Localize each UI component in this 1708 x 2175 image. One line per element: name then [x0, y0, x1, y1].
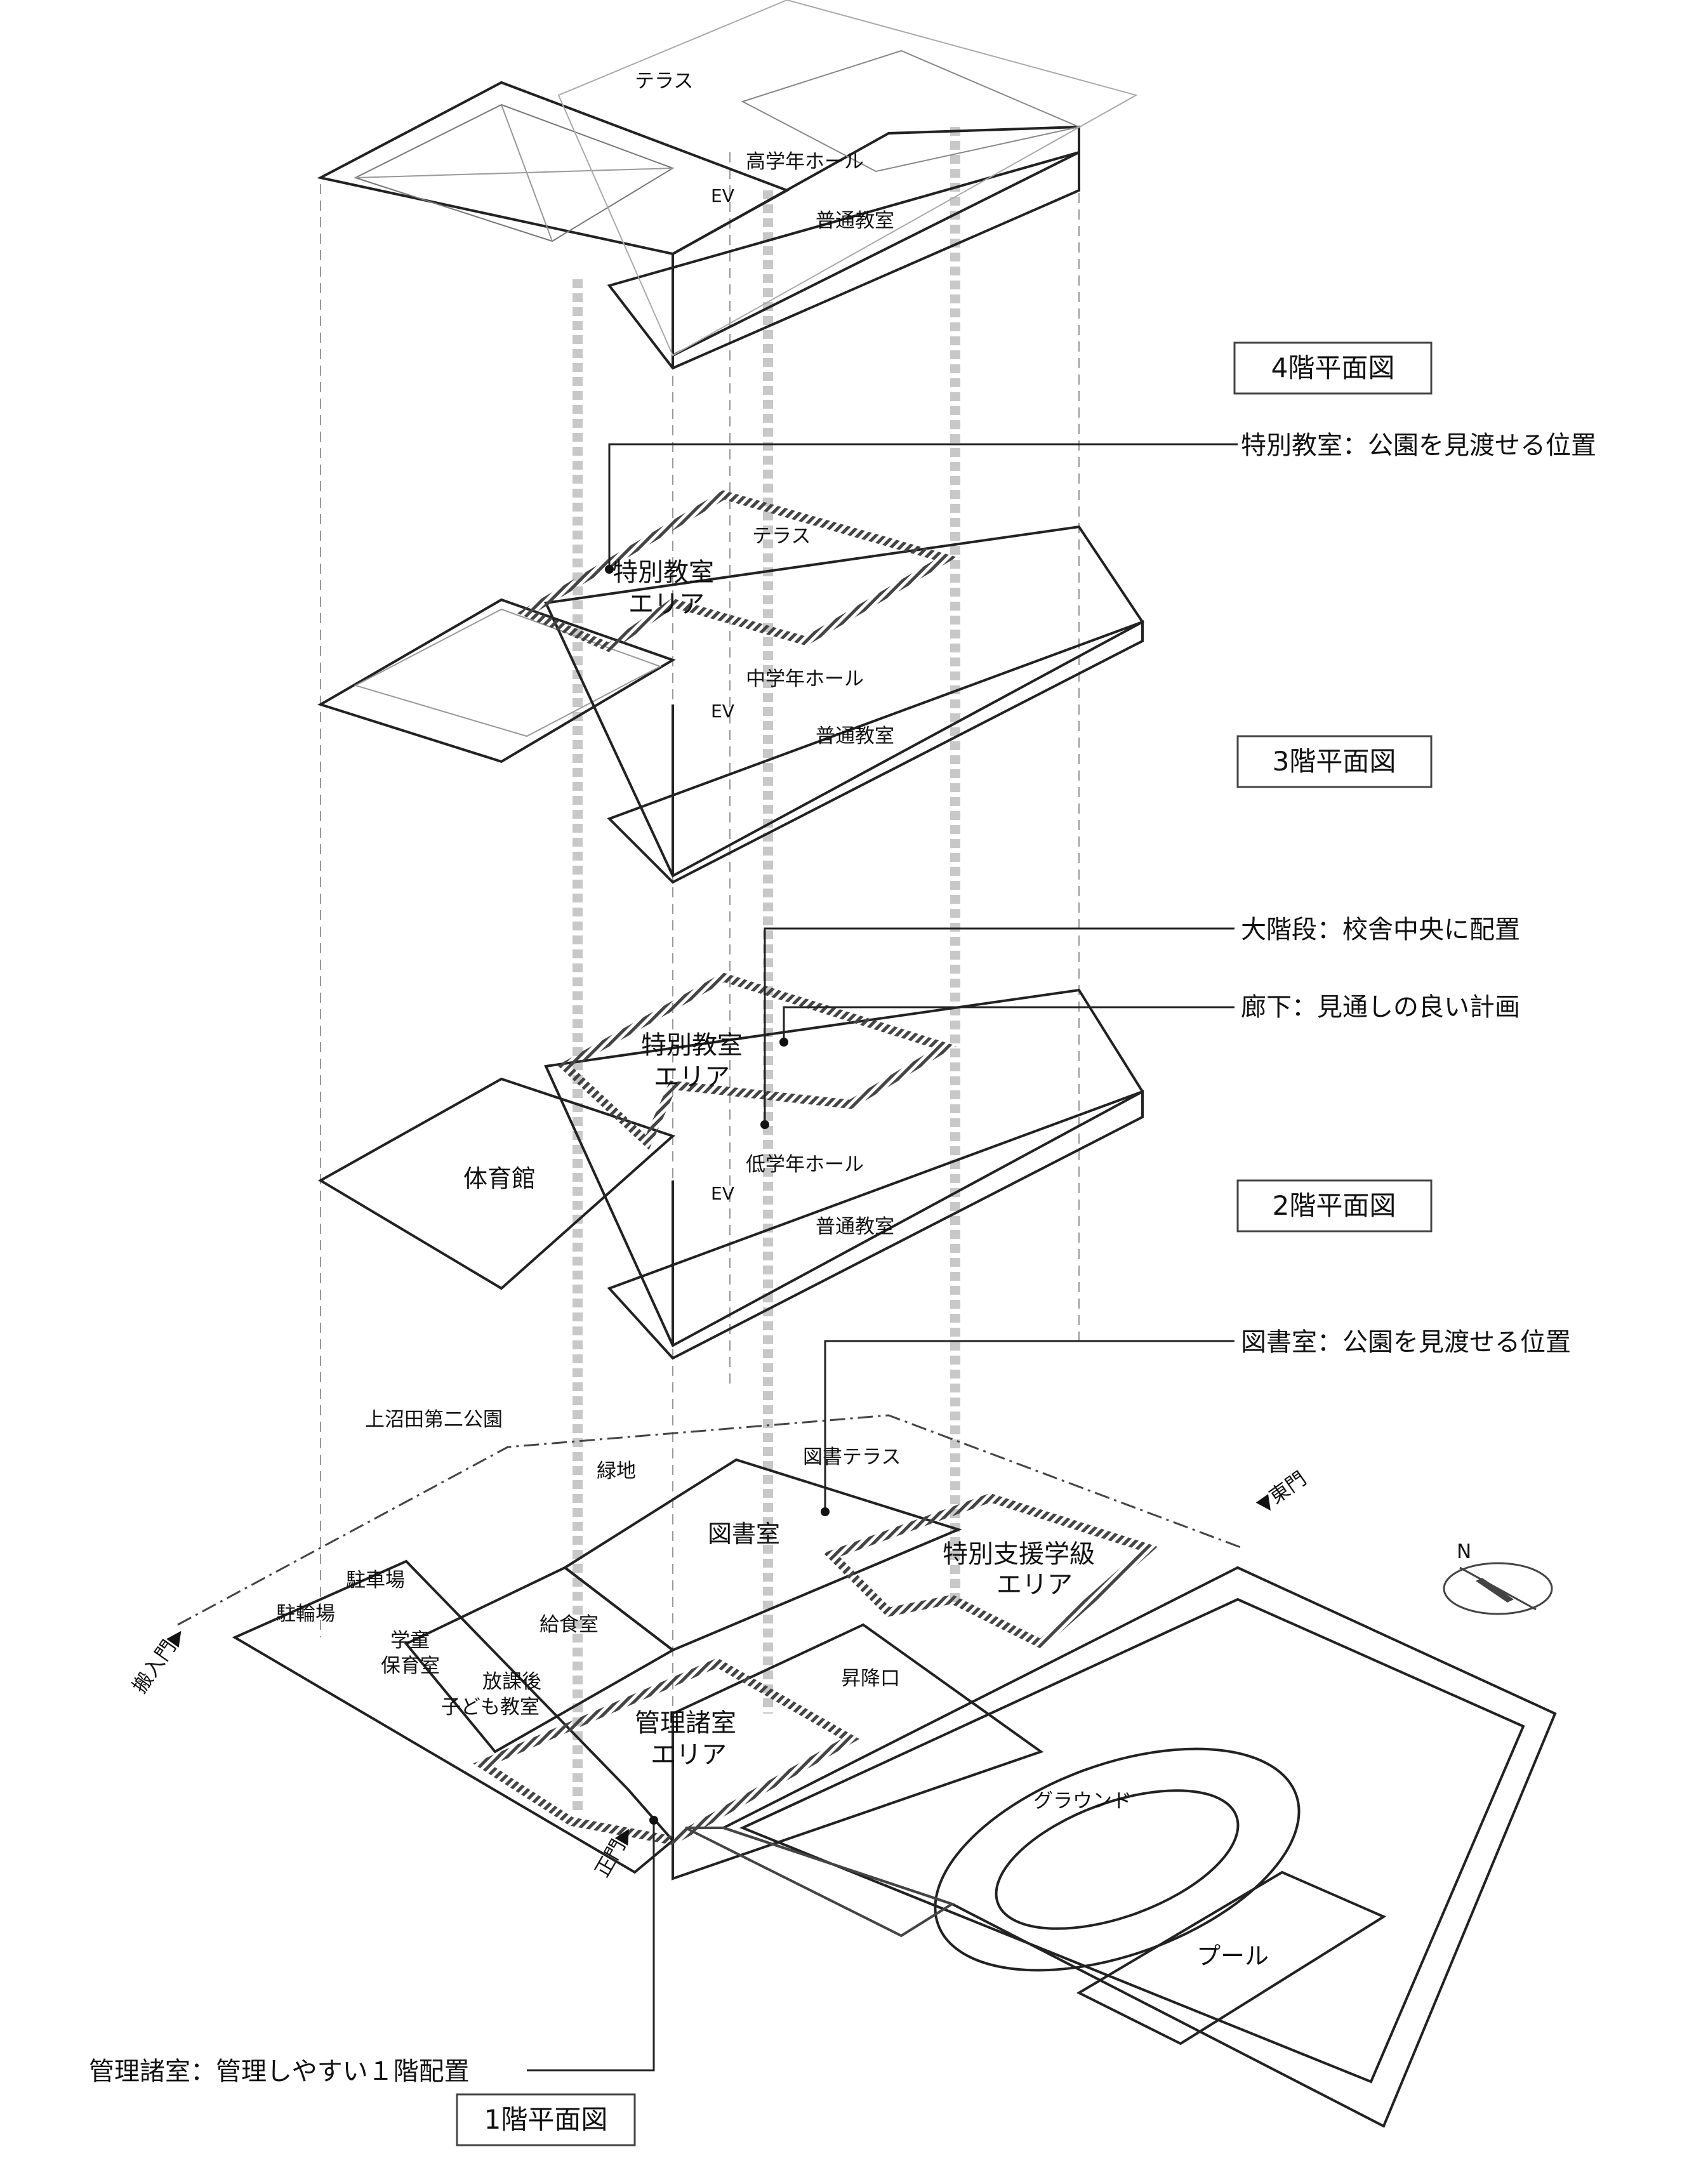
f2-special-area-line2: エリア [654, 1062, 730, 1092]
callout-leaders [527, 443, 1238, 2072]
north-label: N [1457, 1540, 1471, 1563]
f1-special-support-outline [823, 1493, 1158, 1649]
f3-terrace-label: テラス [752, 525, 811, 548]
callout-special-classroom: 特別教室：公園を見渡せる位置 [1241, 431, 1596, 460]
f2-hall-label: 低学年ホール [746, 1153, 864, 1176]
f1-kids-room-line2: 子ども教室 [441, 1696, 540, 1719]
f2-ev-label: EV [711, 1183, 734, 1204]
f1-parking-label: 駐車場 [346, 1569, 405, 1592]
f2-gym-label: 体育館 [463, 1165, 536, 1193]
f1-title-box [456, 2093, 636, 2146]
f1-special-support-line2: エリア [996, 1570, 1073, 1599]
f2-special-area-outline [557, 972, 957, 1150]
f3-hall-label: 中学年ホール [746, 668, 864, 691]
floor-3-plan [317, 525, 1144, 884]
f1-admin-line1: 管理諸室 [635, 1709, 736, 1738]
f1-green-label: 緑地 [597, 1460, 636, 1483]
f1-library-terrace-label: 図書テラス [803, 1446, 901, 1469]
f1-special-support-line1: 特別支援学級 [943, 1540, 1095, 1569]
f4-title: 4階平面図 [1271, 352, 1395, 383]
f3-ev-label: EV [711, 701, 734, 722]
callout-dots [605, 565, 830, 1825]
f1-ground-label: グラウンド [1033, 1790, 1132, 1813]
f4-title-box [1233, 341, 1433, 395]
f4-ev-label: EV [711, 185, 734, 206]
f1-pool-label: プール [1196, 1942, 1269, 1970]
f1-afterschool-line2: 保育室 [381, 1655, 440, 1677]
floor-2-plan [318, 988, 1144, 1360]
f4-hall-label: 高学年ホール [746, 150, 864, 173]
f1-afterschool-line1: 学童 [390, 1629, 430, 1652]
f3-special-area-line1: 特別教室 [612, 558, 714, 587]
f4-classroom-label: 普通教室 [816, 209, 894, 232]
f3-special-area-outline [517, 490, 957, 652]
callout-grand-stairs: 大階段：校舎中央に配置 [1241, 915, 1520, 944]
vertical-grey-bands [573, 127, 960, 1815]
vertical-guides [320, 127, 1080, 1739]
f4-terrace-label: テラス [635, 70, 693, 93]
f2-special-area-line1: 特別教室 [641, 1031, 743, 1060]
f2-classroom-label: 普通教室 [816, 1215, 894, 1238]
north-arrow-icon [1443, 1562, 1553, 1615]
f1-delivery-gate-label: 搬入門▶ [128, 1623, 190, 1697]
f1-bike-parking-label: 駐輪場 [276, 1603, 335, 1625]
f1-admin-area-outline [473, 1658, 860, 1846]
f3-title: 3階平面図 [1273, 746, 1396, 777]
callout-admin: 管理諸室：管理しやすい１階配置 [89, 2057, 470, 2086]
f3-special-area-line2: エリア [628, 590, 705, 619]
f1-kids-room-line1: 放課後 [482, 1670, 541, 1693]
f1-library-label: 図書室 [708, 1520, 780, 1548]
f3-title-box [1236, 735, 1433, 788]
f1-title: 1階平面図 [484, 2104, 608, 2135]
f1-park-label: 上沼田第二公園 [365, 1408, 503, 1431]
f1-kitchen-label: 給食室 [540, 1613, 599, 1636]
f1-east-gate-label: ▼東門 [1253, 1467, 1311, 1517]
callout-library: 図書室：公園を見渡せる位置 [1241, 1328, 1571, 1357]
f2-title-box [1236, 1179, 1433, 1233]
floor-4-plan [317, 0, 1138, 370]
f1-admin-line2: エリア [651, 1740, 727, 1769]
floor-1-plan [177, 1414, 1557, 2128]
callout-corridor: 廊下：見通しの良い計画 [1241, 993, 1520, 1022]
f2-title: 2階平面図 [1273, 1190, 1396, 1221]
f1-entrance-label: 昇降口 [841, 1667, 900, 1690]
f3-classroom-label: 普通教室 [816, 725, 894, 748]
